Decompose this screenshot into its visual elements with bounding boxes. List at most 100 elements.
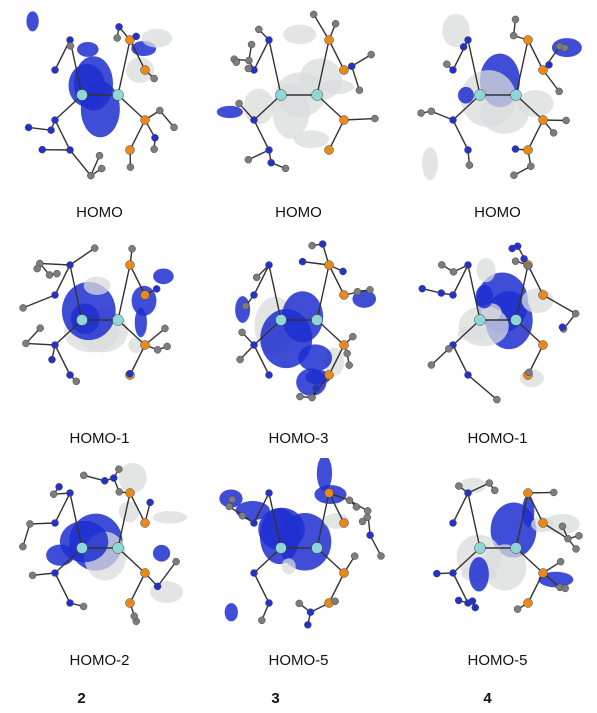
bond xyxy=(527,39,544,71)
nitrogen-atom xyxy=(51,519,59,527)
orbital-lobe-negative xyxy=(293,130,330,149)
phosphorus-atom xyxy=(125,488,135,498)
nitrogen-atom xyxy=(366,531,374,539)
carbon-atom xyxy=(527,162,535,170)
bond xyxy=(431,110,454,121)
compound-label: 3 xyxy=(271,690,280,707)
bond xyxy=(117,492,131,549)
carbon-atom xyxy=(556,557,565,566)
nitrogen-atom xyxy=(48,355,56,364)
bond xyxy=(117,264,131,321)
carbon-atom xyxy=(128,245,136,253)
bond xyxy=(22,294,56,309)
orbital-label: HOMO-5 xyxy=(268,652,329,669)
orbital-lobe-negative xyxy=(521,288,554,314)
carbon-atom xyxy=(19,542,27,551)
phosphorus-atom xyxy=(125,260,135,270)
orbital-lobe-positive xyxy=(457,86,474,104)
phosphorus-atom xyxy=(140,290,150,300)
metal-atom xyxy=(112,89,124,101)
orbital-cell-2-homo-2: HOMO-2 xyxy=(0,456,199,686)
phosphorus-atom xyxy=(523,598,533,608)
nitrogen-atom xyxy=(267,158,275,167)
orbital-lobe-positive xyxy=(153,268,174,285)
orbital-cell-3-homo-3: HOMO-3 xyxy=(199,228,398,458)
phosphorus-atom xyxy=(523,35,533,45)
bond xyxy=(328,344,345,376)
carbon-atom xyxy=(153,346,162,354)
phosphorus-atom xyxy=(538,290,548,300)
carbon-atom xyxy=(238,328,246,337)
orbital-label: HOMO xyxy=(474,204,521,221)
carbon-atom xyxy=(355,86,364,94)
orbital-lobe-positive xyxy=(316,458,333,492)
carbon-atom xyxy=(115,488,123,496)
bond xyxy=(316,39,330,96)
orbital-lobe-positive xyxy=(46,544,75,566)
nitrogen-atom xyxy=(66,599,74,607)
compound-label: 4 xyxy=(483,690,492,707)
bond xyxy=(452,492,469,524)
nitrogen-atom xyxy=(153,582,162,591)
bond xyxy=(253,547,282,574)
orbital-lobe-positive xyxy=(298,344,333,372)
metal-atom xyxy=(510,542,522,554)
carbon-atom xyxy=(549,129,558,137)
bond xyxy=(253,264,270,296)
bond xyxy=(515,319,544,346)
orbital-lobe-positive xyxy=(469,556,489,592)
bond xyxy=(527,119,544,151)
bond xyxy=(467,264,481,321)
orbital-lobe-negative xyxy=(83,276,111,295)
bond xyxy=(515,94,544,121)
carbon-atom xyxy=(377,552,385,560)
bond xyxy=(253,319,282,346)
carbon-atom xyxy=(281,164,290,173)
carbon-atom xyxy=(247,40,256,49)
nitrogen-atom xyxy=(51,569,59,577)
phosphorus-atom xyxy=(339,65,349,75)
carbon-atom xyxy=(349,332,357,341)
metal-atom xyxy=(275,542,287,554)
carbon-atom xyxy=(308,393,316,402)
carbon-atom xyxy=(22,339,30,348)
nitrogen-atom xyxy=(250,116,258,124)
orbital-lobe-negative xyxy=(321,79,354,94)
carbon-atom xyxy=(571,309,580,318)
bond xyxy=(69,149,92,177)
bond xyxy=(467,492,481,549)
bond xyxy=(129,39,146,71)
phosphorus-atom xyxy=(125,598,135,608)
orbital-cell-4-homo-1: HOMO-1 xyxy=(398,228,597,458)
carbon-atom xyxy=(236,355,244,364)
carbon-atom xyxy=(455,482,463,490)
nitrogen-atom xyxy=(464,146,472,154)
molecule-orbital-image xyxy=(433,477,583,613)
carbon-atom xyxy=(295,599,303,608)
metal-atom xyxy=(76,314,88,326)
bond xyxy=(129,344,146,376)
bond xyxy=(313,14,330,41)
carbon-atom xyxy=(235,99,243,108)
bond xyxy=(328,572,345,604)
nitrogen-atom xyxy=(115,23,123,31)
bond xyxy=(25,342,56,346)
carbon-atom xyxy=(443,60,451,68)
phosphorus-atom xyxy=(140,115,150,125)
orbital-cell-2-homo: HOMO xyxy=(0,0,199,230)
bond xyxy=(452,547,481,574)
carbon-atom xyxy=(449,268,458,276)
carbon-atom xyxy=(331,19,340,28)
bond xyxy=(54,264,71,296)
bond xyxy=(253,344,270,376)
nitrogen-atom xyxy=(66,489,74,497)
orbital-lobe-negative xyxy=(442,13,470,48)
carbon-atom xyxy=(163,342,171,351)
carbon-atom xyxy=(509,31,518,40)
bond xyxy=(452,94,481,121)
carbon-atom xyxy=(150,145,158,154)
bond xyxy=(467,374,498,401)
orbital-lobe-positive xyxy=(475,284,494,309)
carbon-atom xyxy=(72,377,81,386)
molecule-orbital-image xyxy=(19,462,188,626)
